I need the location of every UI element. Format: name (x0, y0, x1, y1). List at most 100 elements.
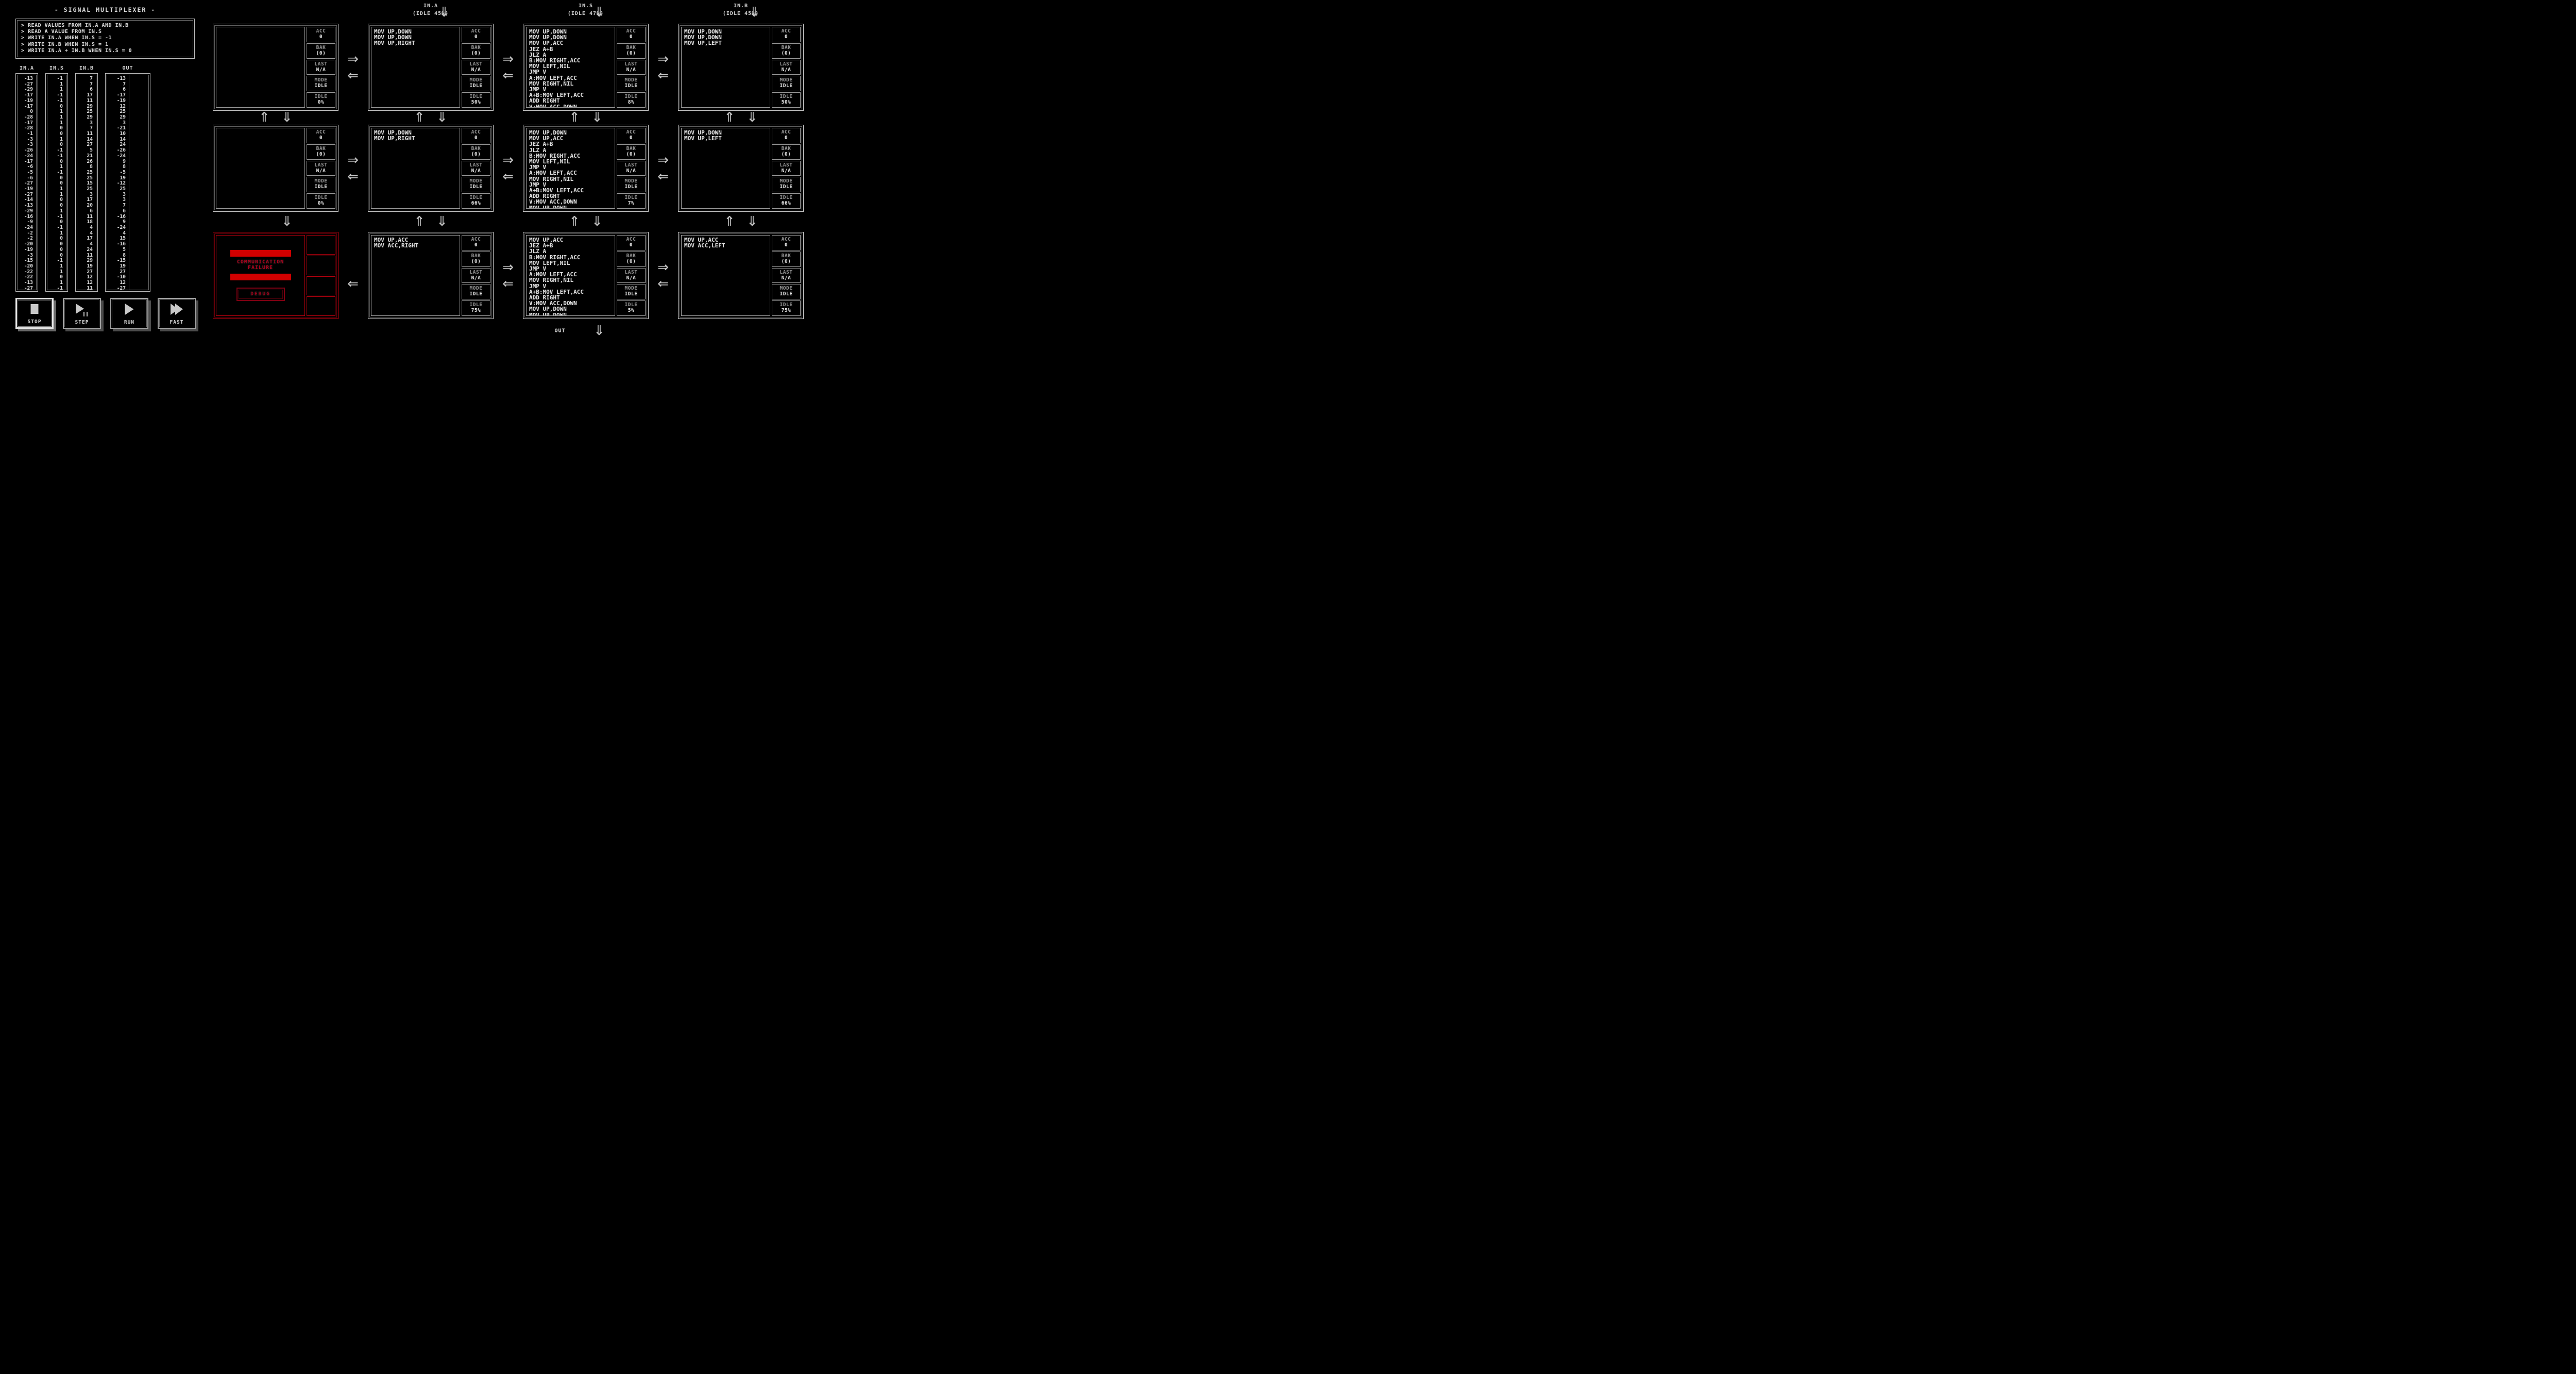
bak-value: (0) (471, 50, 481, 56)
mode-value: IDLE (469, 184, 483, 190)
in-b-column: 7 7 6 17 11 29 25 29 3 7 11 14 27 5 21 2… (75, 73, 98, 292)
node-code-editor[interactable] (216, 128, 305, 209)
bak-box: BAK(0) (307, 43, 335, 59)
port-arrow-right-icon: ⇒ (347, 51, 359, 67)
in-s-column: -1 1 1 -1 -1 0 1 1 1 0 0 1 0 -1 -1 0 1 -… (45, 73, 68, 292)
node-code-editor[interactable]: MOV UP,DOWN MOV UP,DOWN MOV UP,ACC JEZ A… (526, 27, 615, 108)
port-arrow-down-icon: ⇓ (747, 214, 758, 229)
idle-label: IDLE (469, 302, 483, 308)
bak-box: BAK(0) (307, 144, 335, 160)
failure-message: COMMUNICATION FAILURE (236, 259, 284, 271)
mode-label: MODE (624, 286, 638, 292)
node-code-editor[interactable] (216, 27, 305, 108)
port-arrow-left-icon: ⇐ (502, 68, 514, 83)
stream-idle: (IDLE 45%) (722, 11, 759, 16)
node-code-editor[interactable]: MOV UP,DOWN MOV UP,ACC JEZ A+B JLZ A B:M… (526, 128, 615, 209)
port-arrow-up-icon: ⇑ (259, 110, 270, 125)
port-arrow-right-icon: ⇒ (657, 152, 669, 168)
run-button[interactable]: RUN (110, 298, 148, 329)
mode-value: IDLE (624, 83, 638, 89)
bak-label: BAK (316, 145, 326, 152)
node-code-editor[interactable]: MOV UP,DOWN MOV UP,DOWN MOV UP,LEFT (681, 27, 770, 108)
acc-label: ACC (626, 237, 636, 242)
mode-value: IDLE (469, 291, 483, 297)
damaged-stat-box (307, 255, 335, 275)
acc-value: 0 (784, 135, 788, 141)
acc-label: ACC (626, 28, 636, 34)
port-arrow-down-icon: ⇓ (438, 5, 450, 20)
idle-value: 0% (317, 99, 325, 106)
debug-button-label: DEBUG (238, 289, 283, 299)
debug-button[interactable]: DEBUG (236, 287, 285, 301)
port-arrow-left-icon: ⇐ (657, 169, 669, 185)
port-arrow-right-icon: ⇒ (657, 259, 669, 275)
acc-label: ACC (316, 28, 326, 34)
acc-value: 0 (629, 34, 633, 40)
stream-name: IN.S (578, 3, 594, 9)
idle-value: 0% (317, 200, 325, 207)
bak-label: BAK (781, 253, 791, 259)
stream-idle: (IDLE 45%) (412, 11, 449, 16)
stream-idle: (IDLE 47%) (567, 11, 604, 16)
last-label: LAST (469, 269, 483, 275)
acc-value: 0 (629, 135, 633, 141)
bak-box: BAK(0) (462, 144, 490, 160)
failure-node: COMMUNICATION FAILURE DEBUG (213, 232, 338, 319)
bak-value: (0) (626, 258, 636, 264)
failure-bar (230, 249, 291, 257)
acc-label: ACC (471, 237, 481, 242)
failure-display: COMMUNICATION FAILURE DEBUG (216, 235, 305, 316)
failure-bar (230, 273, 291, 280)
stop-button[interactable]: STOP (15, 298, 54, 329)
node-code-editor[interactable]: MOV UP,ACC JEZ A+B JLZ A B:MOV RIGHT,ACC… (526, 235, 615, 316)
node-code-editor[interactable]: MOV UP,ACC MOV ACC,LEFT (681, 235, 770, 316)
last-value: N/A (626, 275, 636, 281)
last-label: LAST (624, 162, 638, 168)
port-arrow-down-icon: ⇓ (594, 5, 605, 20)
node-code-editor[interactable]: MOV UP,DOWN MOV UP,RIGHT (371, 128, 460, 209)
port-arrow-right-icon: ⇒ (502, 259, 514, 275)
node-code-editor[interactable]: MOV UP,DOWN MOV UP,DOWN MOV UP,RIGHT (371, 27, 460, 108)
idle-label: IDLE (624, 195, 638, 201)
last-label: LAST (469, 61, 483, 67)
damaged-stat-box (307, 235, 335, 255)
bak-label: BAK (471, 44, 481, 51)
mode-label: MODE (469, 178, 483, 185)
port-arrow-left-icon: ⇐ (502, 276, 514, 292)
bak-box: BAK(0) (462, 43, 490, 59)
in-s-header: IN.S (49, 65, 64, 71)
step-button[interactable]: STEP (63, 298, 101, 329)
last-label: LAST (624, 61, 638, 67)
bak-value: (0) (626, 50, 636, 56)
node-code-editor[interactable]: MOV UP,DOWN MOV UP,LEFT (681, 128, 770, 209)
port-arrow-up-icon: ⇑ (414, 110, 425, 125)
bak-box: BAK(0) (772, 251, 801, 267)
last-label: LAST (469, 162, 483, 168)
in-a-header: IN.A (19, 65, 35, 71)
bak-label: BAK (626, 253, 636, 259)
fast-button[interactable]: FAST (158, 298, 196, 329)
port-arrow-right-icon: ⇒ (347, 152, 359, 168)
run-button-label: RUN (124, 320, 135, 325)
idle-value: 75% (781, 308, 791, 314)
node-code-editor[interactable]: MOV UP,ACC MOV ACC,RIGHT (371, 235, 460, 316)
